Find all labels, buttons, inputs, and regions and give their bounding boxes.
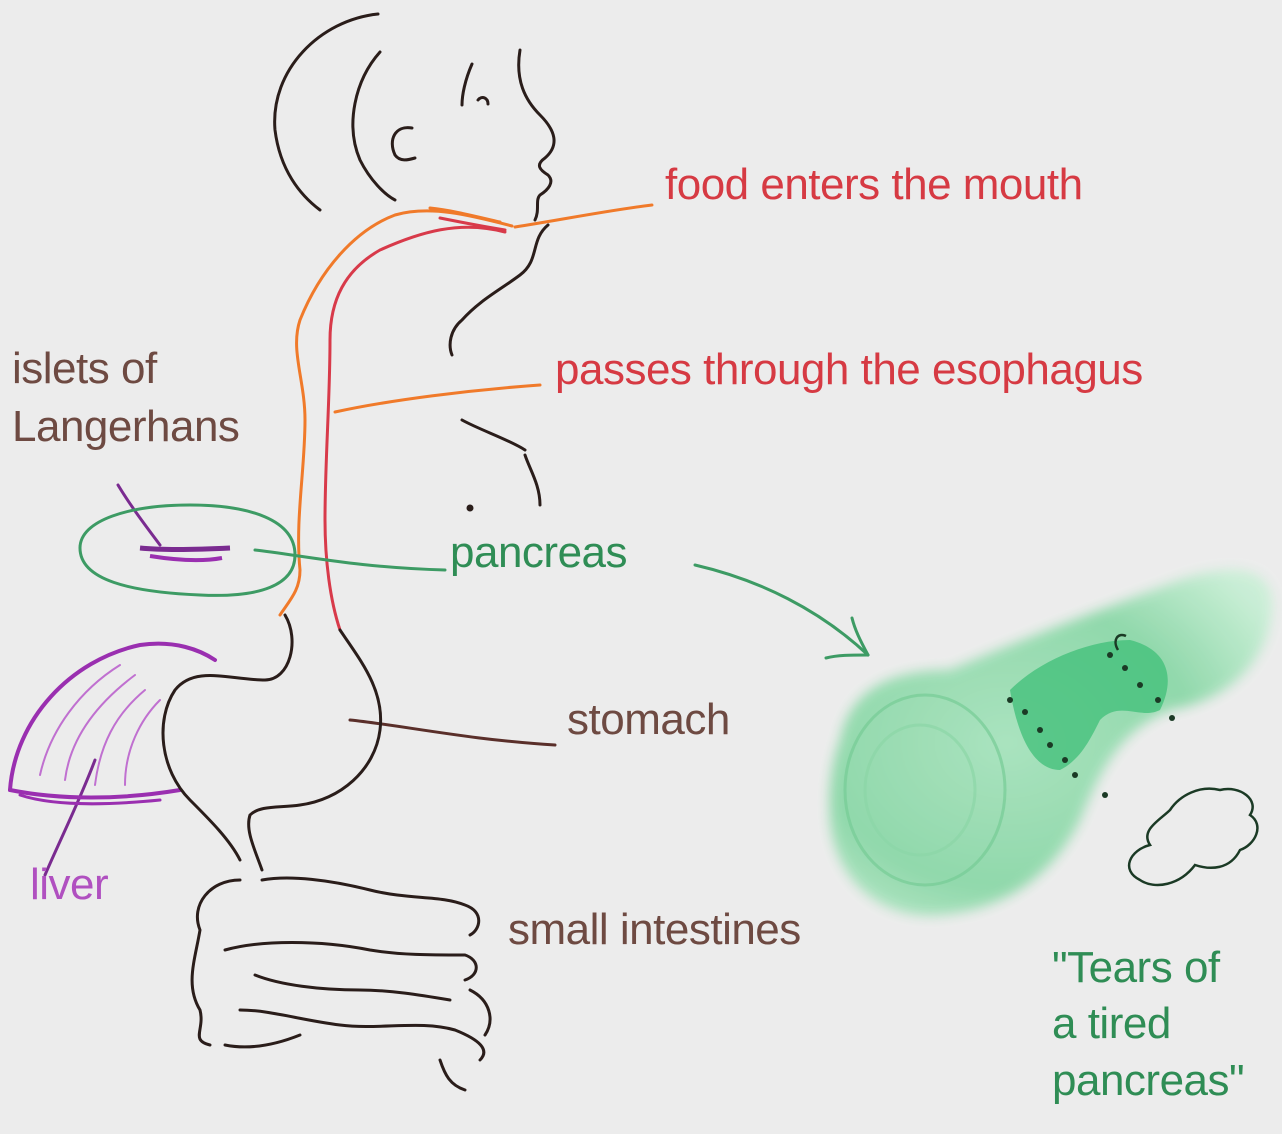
liver-leader-line bbox=[45, 760, 95, 875]
islets-marks bbox=[140, 548, 230, 550]
label-liver: liver bbox=[30, 860, 108, 911]
label-tired-pancreas: "Tears of a tired pancreas" bbox=[1052, 940, 1244, 1109]
pancreas-leader-line bbox=[255, 550, 445, 570]
stomach-outline bbox=[163, 615, 381, 870]
puddle-shape bbox=[1129, 789, 1257, 885]
intestines-outline bbox=[192, 878, 490, 1090]
head-outline bbox=[275, 14, 554, 510]
label-islets: islets of Langerhans bbox=[12, 340, 239, 456]
label-pancreas: pancreas bbox=[450, 528, 627, 579]
liver-shape bbox=[10, 644, 215, 804]
label-mouth: food enters the mouth bbox=[665, 160, 1083, 211]
esophagus-leader-line bbox=[335, 385, 540, 412]
label-esophagus: passes through the esophagus bbox=[555, 345, 1143, 396]
tired-pancreas-illustration bbox=[829, 570, 1272, 915]
pancreas-arrow bbox=[695, 565, 868, 658]
islets-leader-line bbox=[118, 485, 160, 545]
label-stomach: stomach bbox=[567, 695, 730, 746]
label-intestines: small intestines bbox=[508, 905, 801, 956]
